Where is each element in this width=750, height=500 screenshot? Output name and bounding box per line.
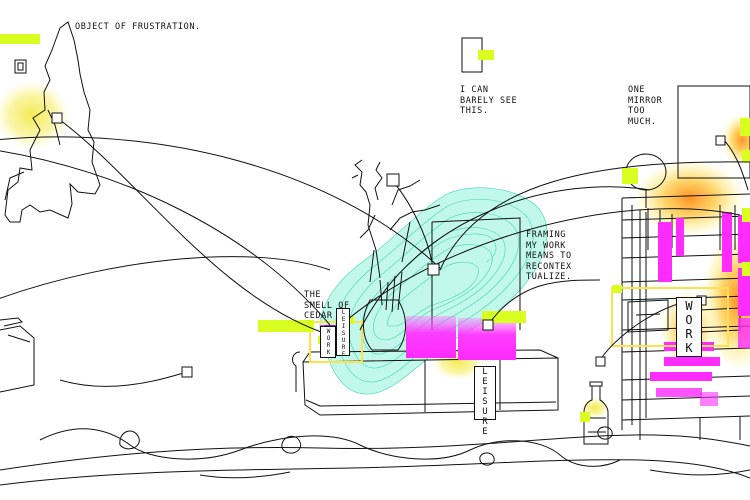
annotation-i-can-barely-see: I CAN BARELY SEE THIS.	[460, 85, 518, 116]
tag-work-large: WORK	[676, 297, 702, 357]
tag-leisure-small: LEISURE	[336, 308, 350, 358]
annotation-framing: FRAMING MY WORK MEANS TO RECONTEX TUALIZ…	[526, 230, 572, 282]
left-box-sketch	[0, 317, 35, 393]
connection-curves	[0, 119, 750, 486]
tag-work-small: WORK	[320, 326, 336, 358]
annotation-object-of-frustration: OBJECT OF FRUSTRATION.	[75, 22, 201, 32]
rock-sketch	[4, 21, 101, 223]
annotation-smell-of-cedar: THE SMELL OF CEDAR	[304, 290, 350, 321]
tag-leisure-large: LEISURE	[474, 366, 496, 437]
annotation-one-mirror: ONE MIRROR TOO MUCH.	[628, 85, 663, 127]
lime-tags	[0, 34, 750, 422]
